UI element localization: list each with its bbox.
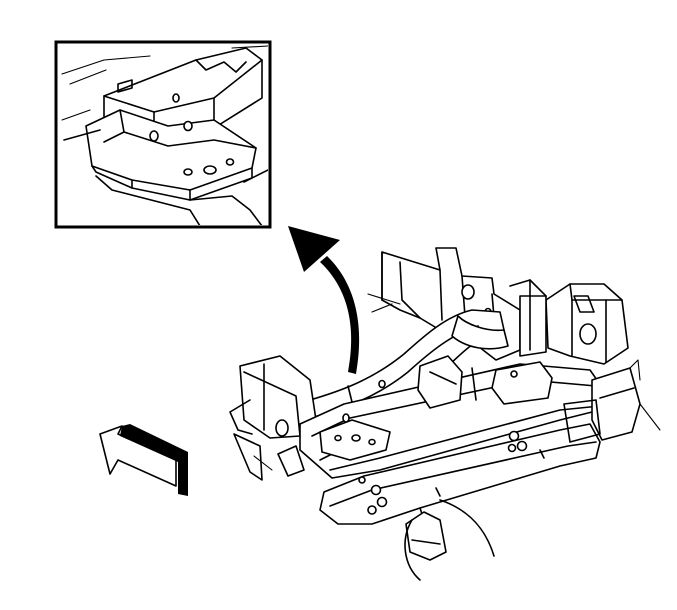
inset-detail-view: [54, 40, 272, 229]
inset-frame-rail: [61, 45, 268, 225]
bolt-group: [358, 430, 528, 515]
leader-arrow: [288, 226, 360, 374]
front-direction-arrow: [99, 424, 188, 496]
frame-crossmember-assembly: [229, 247, 661, 581]
